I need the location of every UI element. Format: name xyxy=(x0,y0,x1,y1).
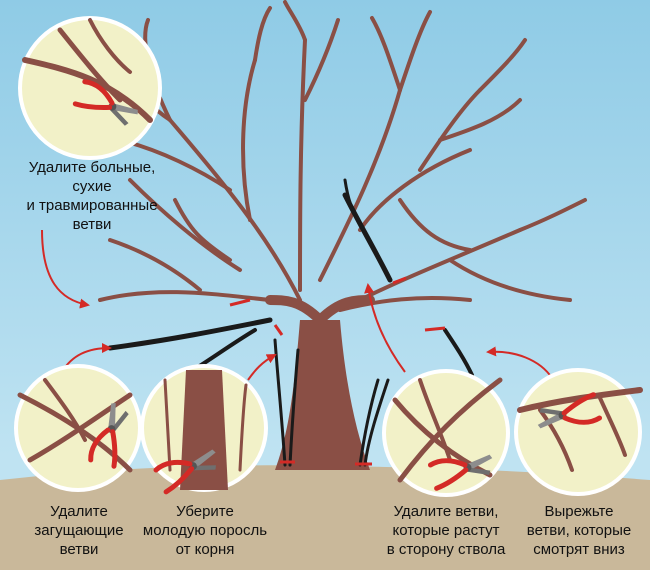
label-diseased: Удалите больные, сухие и травмированные … xyxy=(26,159,158,233)
tree-trunk xyxy=(275,320,370,470)
inset-suckers xyxy=(140,364,268,493)
inset-inward xyxy=(382,369,510,497)
arrows xyxy=(41,229,553,381)
inset-crossing xyxy=(14,364,142,492)
arrow-diseased xyxy=(41,229,90,309)
label-downward: Вырежьте ветви, которые смотрят вниз xyxy=(526,503,632,558)
label-crossing: Удалите загущающие ветви xyxy=(34,503,124,558)
inset-downward xyxy=(514,368,643,496)
arrow-inward xyxy=(364,283,406,373)
arrow-suckers xyxy=(247,354,277,381)
cut-marks xyxy=(229,276,446,466)
tree-branches xyxy=(98,0,587,312)
label-inward: Удалите ветви, которые растут в сторону … xyxy=(386,503,506,558)
ground xyxy=(0,465,650,570)
cut-branches xyxy=(107,178,474,467)
arrow-downward xyxy=(486,346,553,379)
inset-diseased xyxy=(18,16,162,160)
label-suckers: Уберите молодую поросль от корня xyxy=(142,503,268,558)
